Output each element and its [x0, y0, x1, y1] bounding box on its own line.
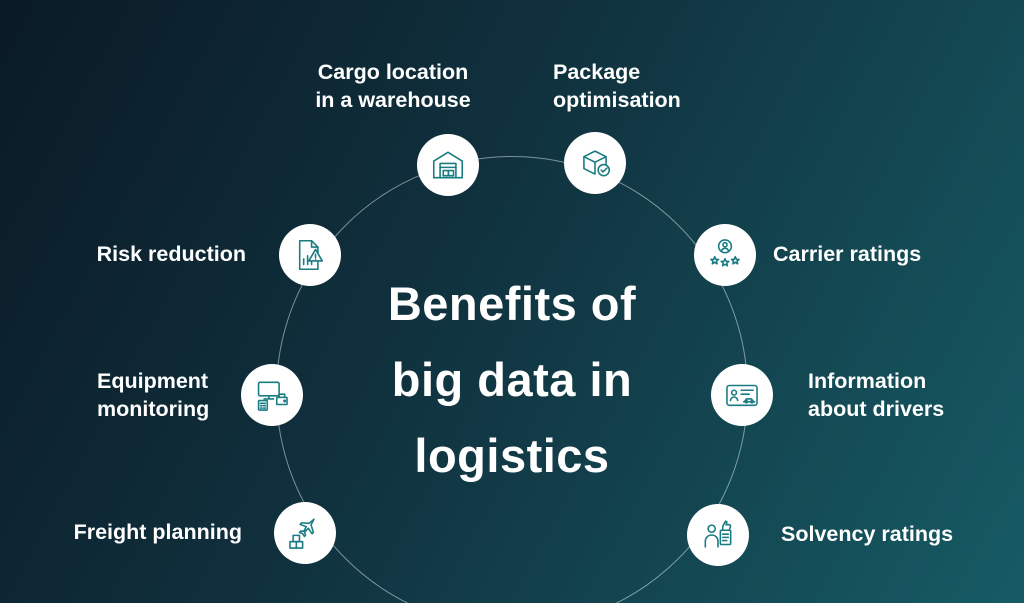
node-label-package-optimisation: Package optimisation: [553, 60, 681, 112]
node-bubble-carrier-ratings: [694, 224, 756, 286]
node-bubble-information-about-drivers: [711, 364, 773, 426]
node-bubble-package-optimisation: [564, 132, 626, 194]
node-bubble-risk-reduction: [279, 224, 341, 286]
node-label-information-about-drivers: Information about drivers: [808, 369, 945, 421]
node-bubble-equipment-monitoring: [241, 364, 303, 426]
document-warning-icon: [298, 239, 324, 271]
node-label-carrier-ratings: Carrier ratings: [773, 242, 922, 266]
node-label-cargo-location: Cargo location in a warehouse: [315, 60, 471, 112]
node-bubble-freight-planning: [274, 502, 336, 564]
person-stars-icon: [710, 239, 740, 267]
warehouse-icon: [432, 151, 464, 179]
driver-id-card-icon: [726, 384, 758, 407]
diagram-title: Benefits of big data in logistics: [387, 277, 637, 483]
person-thumbs-up-icon: [704, 520, 732, 548]
node-label-equipment-monitoring: Equipment monitoring: [97, 369, 210, 421]
airplane-cargo-icon: [289, 518, 315, 549]
node-bubble-solvency-ratings: [687, 504, 749, 566]
package-check-icon: [583, 150, 611, 177]
node-label-solvency-ratings: Solvency ratings: [781, 522, 954, 546]
node-label-freight-planning: Freight planning: [73, 520, 242, 544]
node-label-risk-reduction: Risk reduction: [96, 242, 246, 266]
devices-monitoring-icon: [257, 381, 288, 411]
node-bubble-cargo-location: [417, 134, 479, 196]
